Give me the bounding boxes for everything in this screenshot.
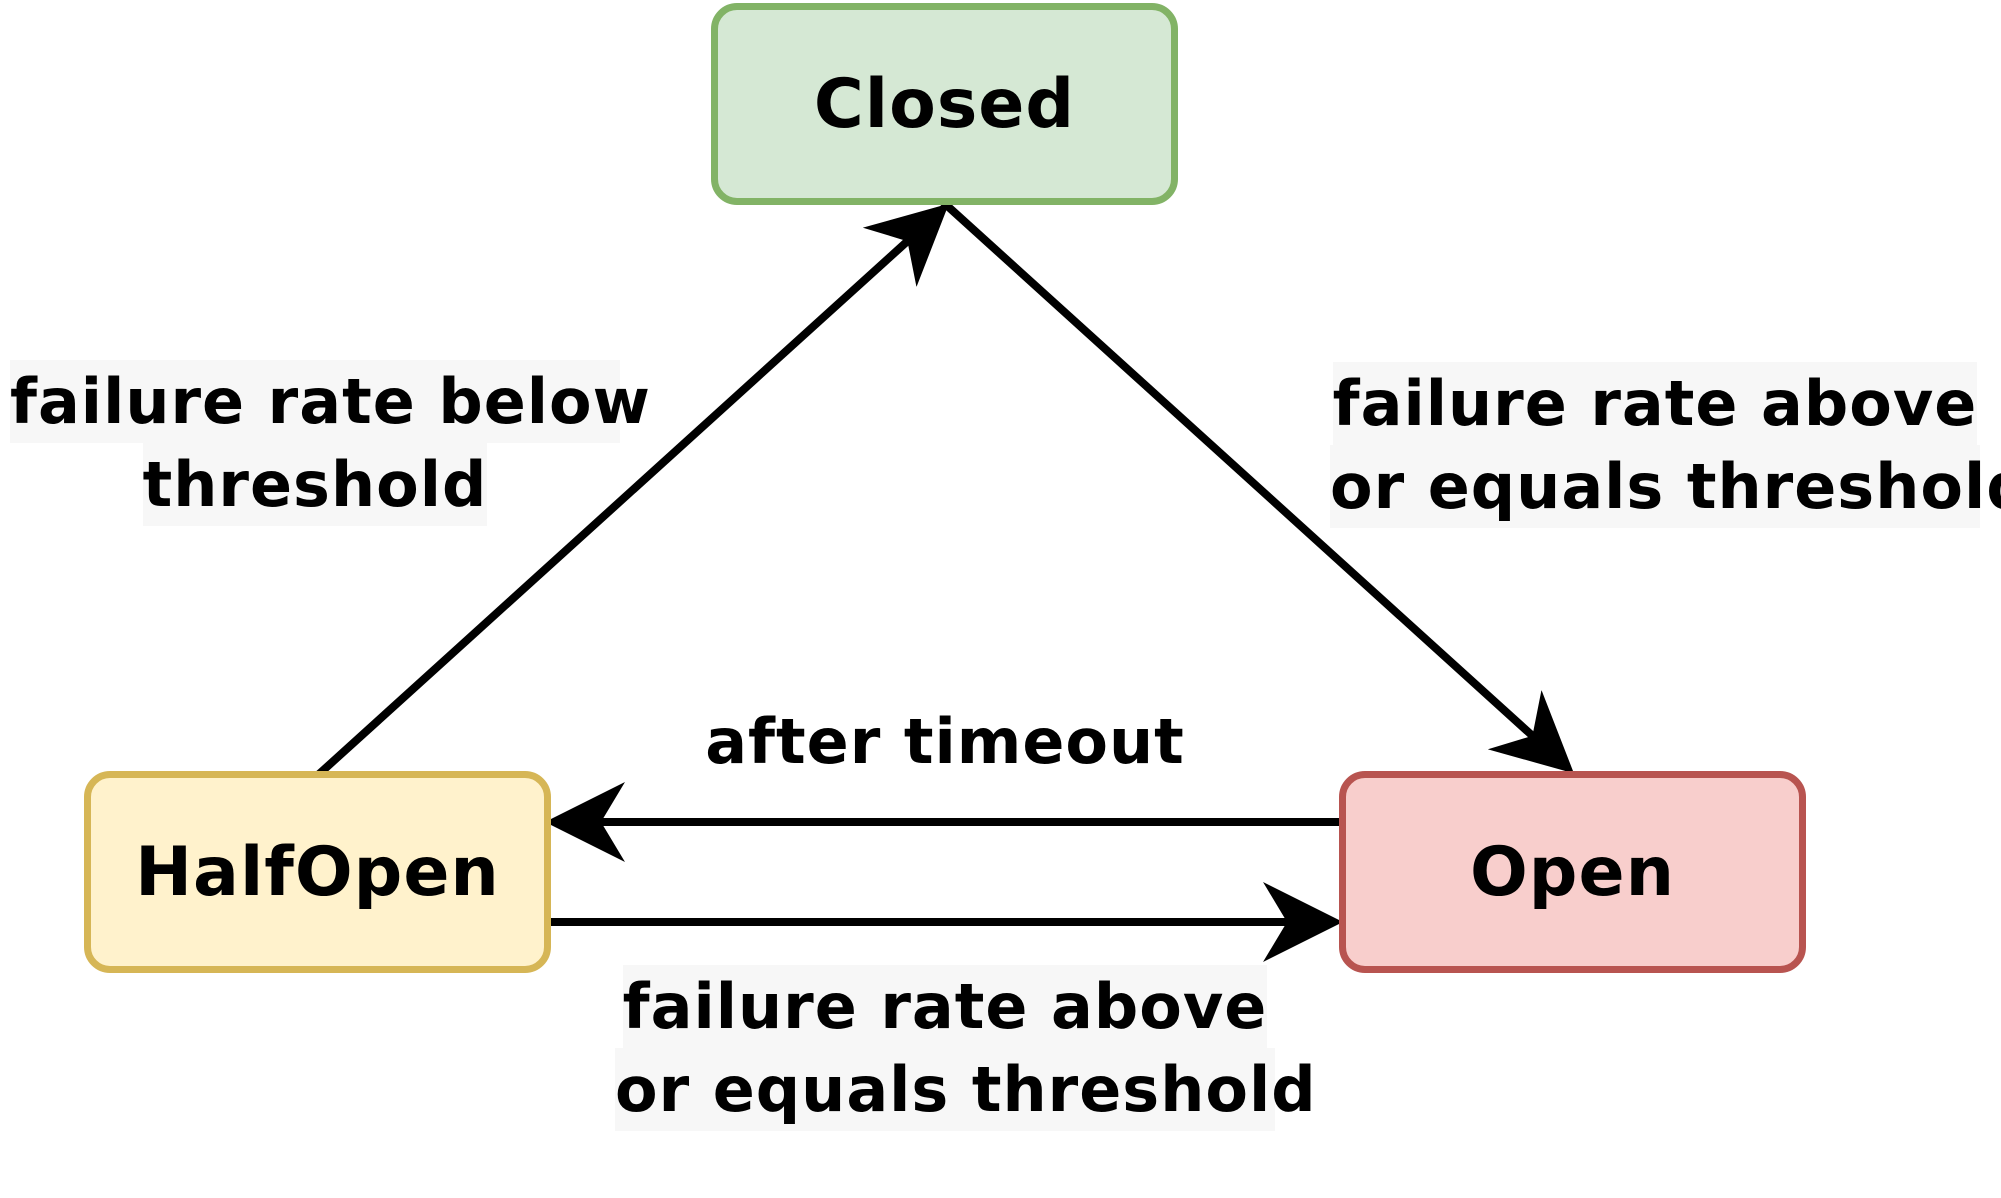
- edge-halfopen-to-closed: [315, 203, 949, 778]
- label-halfopen-to-closed-line2: threshold: [142, 443, 488, 526]
- state-closed: Closed: [711, 3, 1178, 205]
- label-closed-to-open-line2: or equals threshold: [1330, 445, 2001, 528]
- label-closed-to-open: failure rate above or equals threshold: [1330, 362, 2001, 528]
- label-halfopen-to-open: failure rate above or equals threshold: [615, 965, 1316, 1131]
- label-halfopen-to-open-line2: or equals threshold: [615, 1048, 1316, 1131]
- label-open-to-halfopen: after timeout: [660, 700, 1230, 783]
- state-closed-label: Closed: [813, 64, 1076, 144]
- state-open-label: Open: [1469, 832, 1675, 912]
- label-halfopen-to-closed-line1: failure rate below: [10, 360, 650, 443]
- state-open: Open: [1339, 771, 1806, 973]
- state-halfopen-label: HalfOpen: [135, 832, 500, 912]
- edge-closed-to-open: [940, 199, 1574, 774]
- label-halfopen-to-open-line1: failure rate above: [622, 965, 1268, 1048]
- label-halfopen-to-closed: failure rate below threshold: [10, 360, 650, 526]
- state-halfopen: HalfOpen: [84, 771, 551, 973]
- label-open-to-halfopen-line1: after timeout: [705, 705, 1185, 778]
- label-closed-to-open-line1: failure rate above: [1332, 362, 1978, 445]
